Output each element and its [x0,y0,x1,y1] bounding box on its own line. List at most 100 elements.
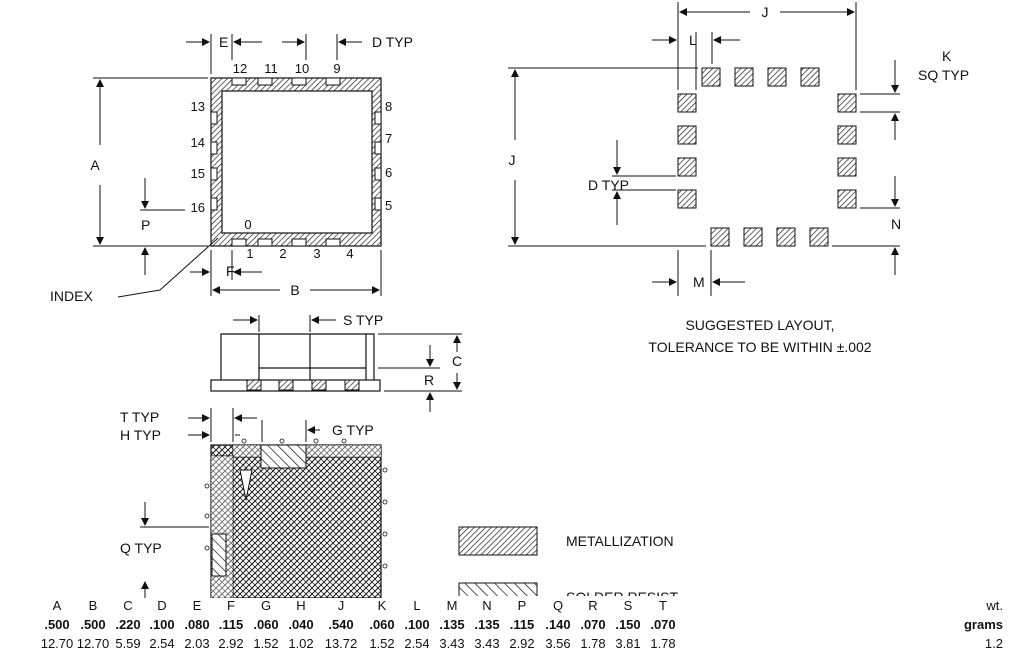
dim-a-label: A [90,157,100,173]
pin-16: 16 [191,200,205,215]
layout-note: SUGGESTED LAYOUT, TOLERANCE TO BE WITHIN… [648,317,871,355]
dimension-table-cell: 1.52 [369,636,395,651]
dimension-table-cell: 3.43 [474,636,500,651]
layout-note-line2: TOLERANCE TO BE WITHIN ±.002 [648,339,871,355]
legend-metallization-label: METALLIZATION [566,533,674,549]
dim-r-label: R [424,372,434,388]
pin-7: 7 [385,131,392,146]
dimension-table-cell: T [659,598,667,613]
dimension-table-cell: .100 [149,617,175,632]
pin-10: 10 [295,61,309,76]
dimension-table-cell: .220 [115,617,141,632]
legend-metallization-swatch [458,526,538,556]
dimension-table-cell: 1.02 [288,636,314,651]
dimension-table-cell: H [296,598,306,613]
dimension-table-cell: 12.70 [40,636,74,651]
package-side-view [210,333,381,392]
layout-j-top-label: J [762,4,769,20]
package-top-view [210,77,382,247]
dimension-table-cell: 3.43 [439,636,465,651]
dimension-table-cell: Q [552,598,564,613]
legend: METALLIZATION SOLDER RESIST [458,526,678,598]
dimension-table-cell: .500 [44,617,70,632]
dimension-table-cell: 2.92 [509,636,535,651]
dimension-table-cell: 13.72 [324,636,358,651]
dim-e-label: E [219,34,228,50]
dimension-table-inch-row: .500.500.220.100.080.115.060.040.540.060… [0,617,1017,636]
dimension-table-cell: 1.78 [580,636,606,651]
dimension-table-cell: wt. [986,598,1003,613]
dim-b-label: B [290,282,299,298]
pin-6: 6 [385,165,392,180]
dimension-table-cell: 3.81 [615,636,641,651]
pin-0-index: 0 [244,217,251,232]
dim-p-label: P [141,217,150,233]
side-view-dim-labels: S TYP C R [343,312,462,388]
dimension-table-cell: .115 [218,617,244,632]
dimension-table-cell: .060 [253,617,279,632]
layout-l-label: L [689,32,697,48]
dim-q-typ-label: Q TYP [120,540,162,556]
bottom-view-dimensions [140,408,320,598]
layout-sq-typ-label: SQ TYP [918,67,969,83]
pin-13: 13 [191,99,205,114]
suggested-layout [677,67,857,247]
layout-k-label: K [942,48,952,64]
dimension-table-cell: S [623,598,633,613]
dimension-table-cell: .135 [474,617,500,632]
pin-5: 5 [385,198,392,213]
dimension-table-cell: .100 [404,617,430,632]
dimension-table-cell: .040 [288,617,314,632]
legend-solder-resist-label: SOLDER RESIST [566,589,678,598]
pin-11: 11 [264,61,278,76]
pin-12: 12 [233,61,247,76]
dimension-table-cell: F [227,598,235,613]
dim-f-label: F [226,263,235,279]
dimension-table-cell: P [517,598,527,613]
dim-d-typ-label: D TYP [372,34,413,50]
dim-t-typ-label: T TYP [120,409,159,425]
dim-h-typ-label: H TYP [120,427,161,443]
dimension-table-cell: D [157,598,167,613]
dimension-table-cell: .070 [650,617,676,632]
dimension-table-cell: 2.54 [149,636,175,651]
layout-j-left-label: J [509,152,516,168]
layout-d-typ-label: D TYP [588,177,629,193]
layout-m-label: M [693,274,705,290]
side-view-dimensions [233,315,462,412]
layout-note-line1: SUGGESTED LAYOUT, [685,317,834,333]
mechanical-drawing: 12 11 10 9 8 7 6 5 13 14 15 16 1 2 3 4 0 [50,2,970,598]
layout-dim-labels: J L J K SQ TYP D TYP N M [509,4,970,290]
dimension-table-cell: A [52,598,62,613]
pin-2: 2 [279,246,286,261]
dimension-table-cell: 1.78 [650,636,676,651]
pin-8: 8 [385,99,392,114]
dimension-table-cell: .150 [615,617,641,632]
dimension-table-cell: J [337,598,345,613]
dimension-table-cell: .060 [369,617,395,632]
dimension-table-cell: B [88,598,98,613]
dimension-table-cell: K [377,598,387,613]
pin-15: 15 [191,166,205,181]
package-bottom-view [204,438,388,598]
dimension-table-cell: 1.52 [253,636,279,651]
pin-14: 14 [191,135,205,150]
dimension-table-cell: .140 [545,617,571,632]
pin-numbers: 12 11 10 9 8 7 6 5 13 14 15 16 1 2 3 4 0 [191,61,393,261]
dimension-table-cell: M [446,598,458,613]
dimension-table-cell: R [588,598,598,613]
dimension-table-cell: 1.2 [984,636,1003,651]
dimension-table-cell: 5.59 [115,636,141,651]
dimension-table-cell: 2.54 [404,636,430,651]
pin-9: 9 [333,61,340,76]
dimension-table-cell: 2.92 [218,636,244,651]
pin-1: 1 [246,246,253,261]
dimension-table-cell: .540 [328,617,354,632]
dimension-table-cell: grams [963,617,1003,632]
dimension-table-cell: 12.70 [76,636,110,651]
dimension-table-cell: G [260,598,272,613]
layout-n-label: N [891,216,901,232]
